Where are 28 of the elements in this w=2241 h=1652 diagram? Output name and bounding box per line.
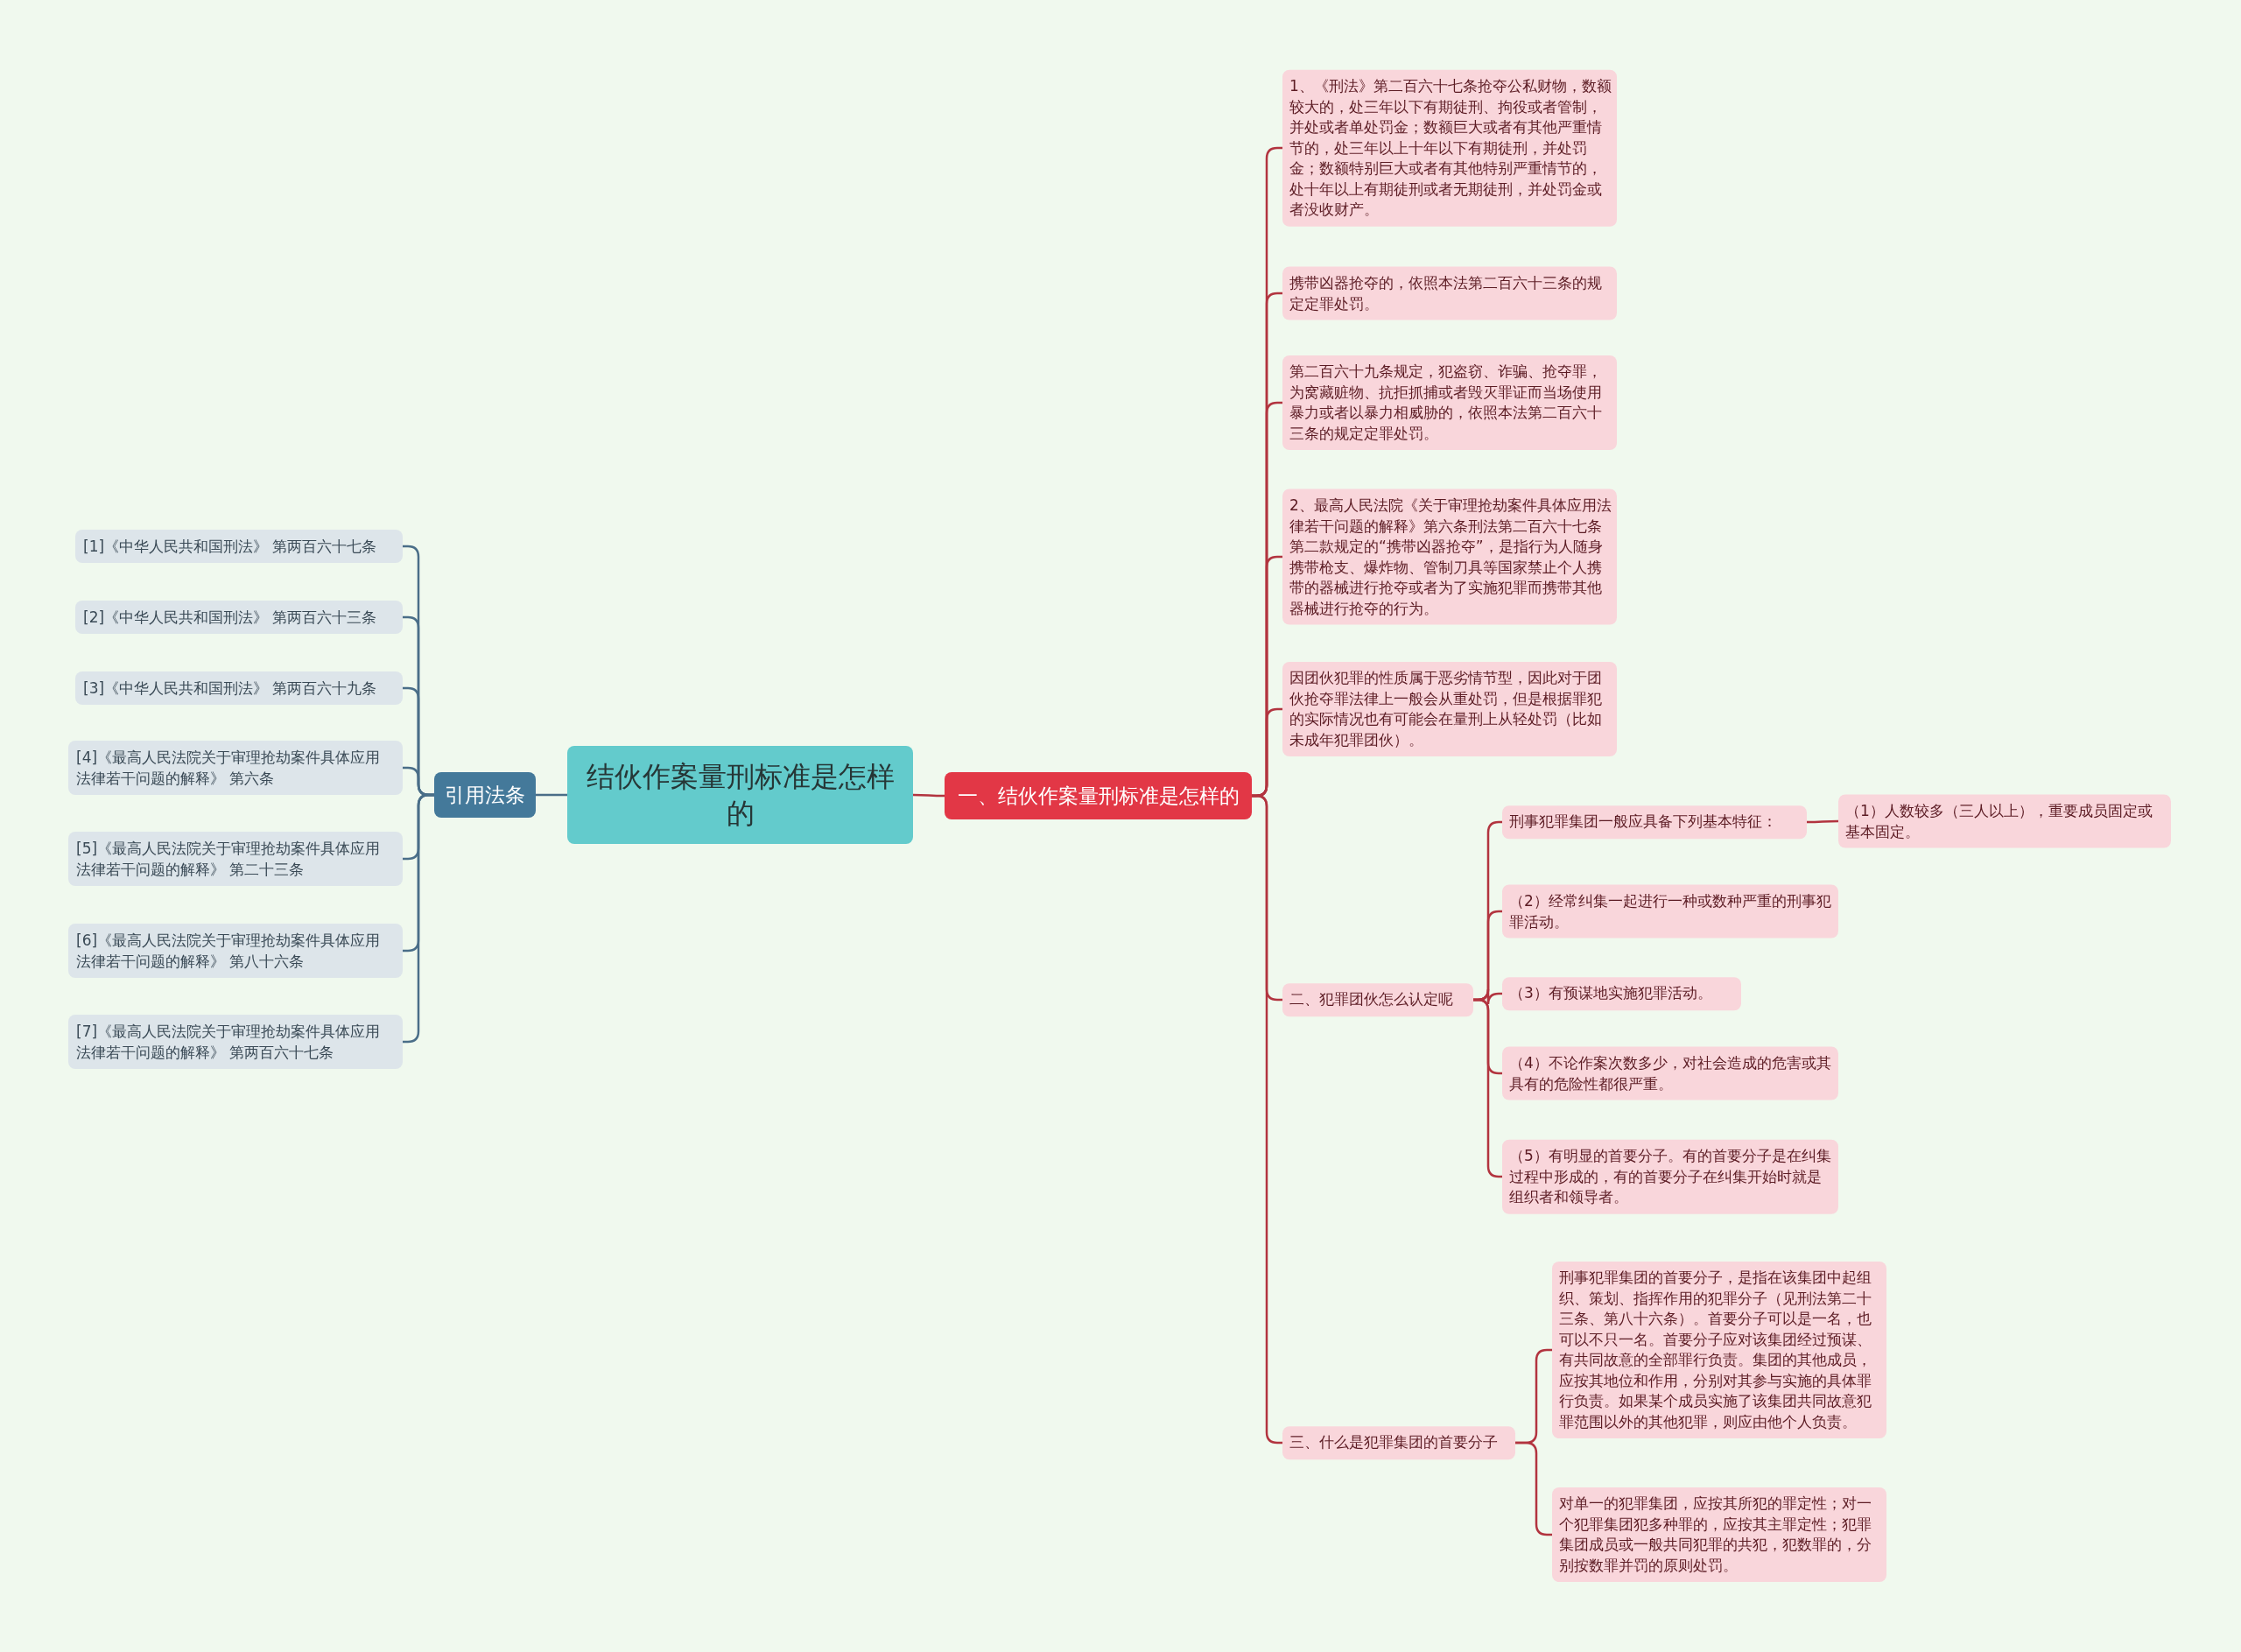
topic-box: 刑事犯罪集团一般应具备下列基本特征： xyxy=(1502,805,1807,839)
topic-box: 携带凶器抢夺的，依照本法第二百六十三条的规定定罪处罚。 xyxy=(1282,266,1617,320)
reference-box: [5]《最高人民法院关于审理抢劫案件具体应用法律若干问题的解释》 第二十三条 xyxy=(68,832,403,886)
reference-box: [3]《中华人民共和国刑法》 第两百六十九条 xyxy=(75,671,403,705)
topic-box: （3）有预谋地实施犯罪活动。 xyxy=(1502,977,1741,1010)
topic-box: 因团伙犯罪的性质属于恶劣情节型，因此对于团伙抢夺罪法律上一般会从重处罚，但是根据罪犯的实际情况也有可能会在量刑上从轻处罚（比如未成年犯罪团伙）。 xyxy=(1282,662,1617,756)
topic-box: （2）经常纠集一起进行一种或数种严重的刑事犯罪活动。 xyxy=(1502,884,1838,938)
central-topic-box: 结伙作案量刑标准是怎样的 xyxy=(567,746,913,844)
reference-box: [7]《最高人民法院关于审理抢劫案件具体应用法律若干问题的解释》 第两百六十七条 xyxy=(68,1015,403,1069)
connector-line xyxy=(913,793,945,798)
connector-line xyxy=(1807,819,1838,824)
topic-box: （5）有明显的首要分子。有的首要分子是在纠集过程中形成的，有的首要分子在纠集开始时就是组织者和领导者。 xyxy=(1502,1139,1838,1214)
topic-box: 三、什么是犯罪集团的首要分子 xyxy=(1282,1426,1515,1459)
topic-box: 刑事犯罪集团的首要分子，是指在该集团中起组织、策划、指挥作用的犯罪分子（见刑法第二十三条、第八十六条）。首要分子可以是一名，也可以不只一名。首要分子应对该集团经过预谋、有共同故意的全部罪行负责。集团的其他成员，应按其地位和作用，分别对其参与实施的具体罪行负责。如果某个成员实施了该集团共同故意犯罪范围以外的其他犯罪，则应由他个人负责。 xyxy=(1552,1262,1886,1438)
topic-box: 二、犯罪团伙怎么认定呢 xyxy=(1282,983,1473,1016)
reference-box: [1]《中华人民共和国刑法》 第两百六十七条 xyxy=(75,530,403,563)
connector-line xyxy=(536,793,567,797)
reference-box: [2]《中华人民共和国刑法》 第两百六十三条 xyxy=(75,601,403,634)
topic-box: （1）人数较多（三人以上），重要成员固定或基本固定。 xyxy=(1838,794,2171,848)
topic-box: 对单一的犯罪集团，应按其所犯的罪定性；对一个犯罪集团犯多种罪的，应按其主罪定性；犯罪集团成员或一般共同犯罪的共犯，犯数罪的，分别按数罪并罚的原则处罚。 xyxy=(1552,1487,1886,1582)
topic-box: 第二百六十九条规定，犯盗窃、诈骗、抢夺罪，为窝藏赃物、抗拒抓捕或者毁灭罪证而当场使用暴力或者以暴力相威胁的，依照本法第二百六十三条的规定定罪处罚。 xyxy=(1282,355,1617,450)
topic-box: 2、最高人民法院《关于审理抢劫案件具体应用法律若干问题的解释》第六条刑法第二百六十七条第二款规定的“携带凶器抢夺”，是指行为人随身携带枪支、爆炸物、管制刀具等国家禁止个人携带的器械进行抢夺或者为了实施犯罪而携带其他器械进行抢夺的行为。 xyxy=(1282,489,1617,625)
topic-box: 1、《刑法》第二百六十七条抢夺公私财物，数额较大的，处三年以下有期徒刑、拘役或者管制，并处或者单处罚金；数额巨大或者有其他严重情节的，处三年以上十年以下有期徒刑，并处罚金；数额特别巨大或者有其他特别严重情节的，处十年以上有期徒刑或者无期徒刑，并处罚金或者没收财产。 xyxy=(1282,69,1617,227)
topic-box: （4）不论作案次数多少，对社会造成的危害或其具有的危险性都很严重。 xyxy=(1502,1046,1838,1100)
reference-box: [4]《最高人民法院关于审理抢劫案件具体应用法律若干问题的解释》 第六条 xyxy=(68,741,403,795)
main-topic-box: 一、结伙作案量刑标准是怎样的 xyxy=(945,772,1252,819)
reference-box: [6]《最高人民法院关于审理抢劫案件具体应用法律若干问题的解释》 第八十六条 xyxy=(68,924,403,978)
category-box: 引用法条 xyxy=(434,772,536,818)
